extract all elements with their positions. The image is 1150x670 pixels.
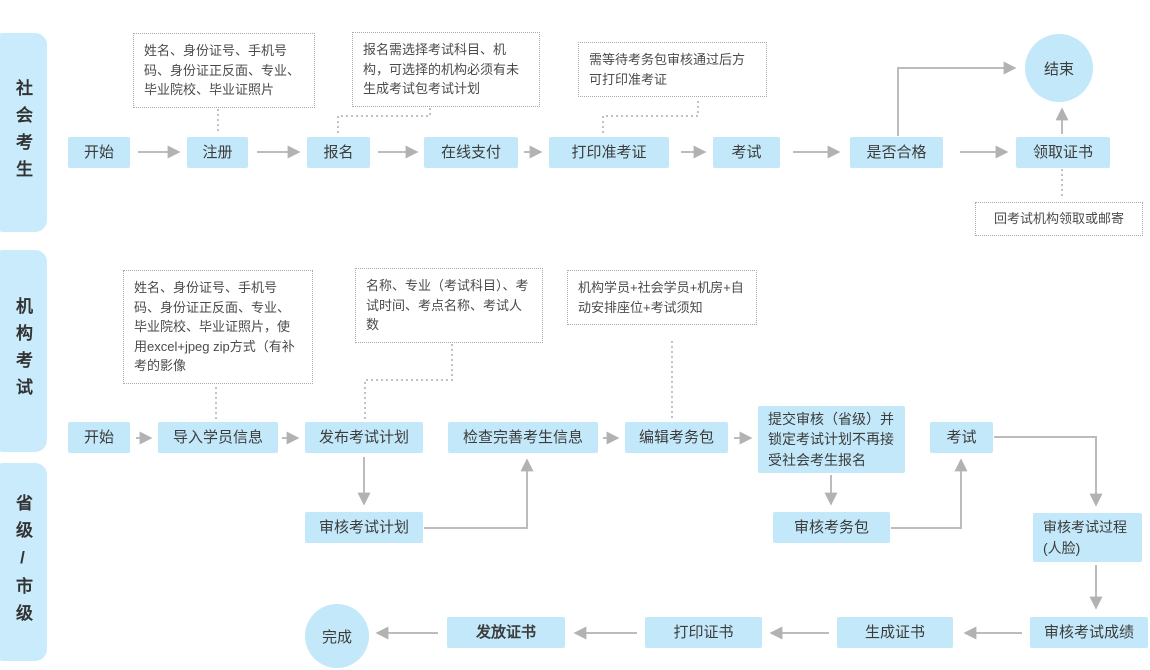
node-audit-score: 审核考试成绩	[1030, 617, 1148, 648]
lane-institution-exam: 机构考试	[0, 250, 47, 452]
node-generate-cert: 生成证书	[837, 617, 953, 648]
node-check-info: 检查完善考生信息	[448, 422, 598, 453]
lane-institution-label: 机构考试	[13, 297, 32, 405]
note-print-rule: 需等待考务包审核通过后方可打印准考证	[578, 42, 767, 97]
node-pass-check: 是否合格	[850, 137, 943, 168]
node-institution-start: 开始	[68, 422, 130, 453]
node-signup: 报名	[307, 137, 370, 168]
node-audit-process: 审核考试过程 (人脸)	[1033, 513, 1142, 562]
node-print-ticket: 打印准考证	[549, 137, 669, 168]
terminal-done: 完成	[305, 604, 369, 668]
note-import-fields: 姓名、身份证号、手机号码、身份证正反面、专业、毕业院校、毕业证照片，使用exce…	[123, 270, 313, 384]
node-audit-package: 审核考务包	[773, 512, 890, 543]
note-signup-rule: 报名需选择考试科目、机构，可选择的机构必须有未生成考试包考试计划	[352, 32, 540, 107]
solid-arrows	[136, 61, 1103, 640]
lane-social-candidates: 社会考生	[0, 33, 47, 232]
node-submit-audit: 提交审核（省级）并 锁定考试计划不再接 受社会考生报名	[758, 406, 905, 473]
note-plan-fields: 名称、专业（考试科目）、考试时间、考点名称、考试人数	[355, 268, 543, 343]
node-institution-exam: 考试	[930, 422, 993, 453]
node-register: 注册	[187, 137, 248, 168]
node-issue-cert: 发放证书	[447, 617, 565, 648]
dashed-connectors	[215, 101, 1063, 419]
node-pay-online: 在线支付	[424, 137, 518, 168]
node-audit-plan: 审核考试计划	[305, 512, 423, 543]
node-print-cert: 打印证书	[645, 617, 762, 648]
node-import-students: 导入学员信息	[158, 422, 278, 453]
note-package-fields: 机构学员+社会学员+机房+自动安排座位+考试须知	[567, 270, 757, 325]
node-get-cert: 领取证书	[1016, 137, 1110, 168]
lane-provincial-label: 省级/市级	[13, 493, 32, 631]
node-social-exam: 考试	[713, 137, 780, 168]
terminal-end: 结束	[1025, 34, 1093, 102]
note-register-fields: 姓名、身份证号、手机号码、身份证正反面、专业、毕业院校、毕业证照片	[133, 33, 315, 108]
note-cert-delivery: 回考试机构领取或邮寄	[975, 202, 1143, 236]
node-publish-plan: 发布考试计划	[305, 422, 423, 453]
node-social-start: 开始	[68, 137, 130, 168]
lane-social-label: 社会考生	[13, 78, 32, 187]
node-edit-package: 编辑考务包	[625, 422, 728, 453]
lane-provincial-municipal: 省级/市级	[0, 463, 47, 661]
